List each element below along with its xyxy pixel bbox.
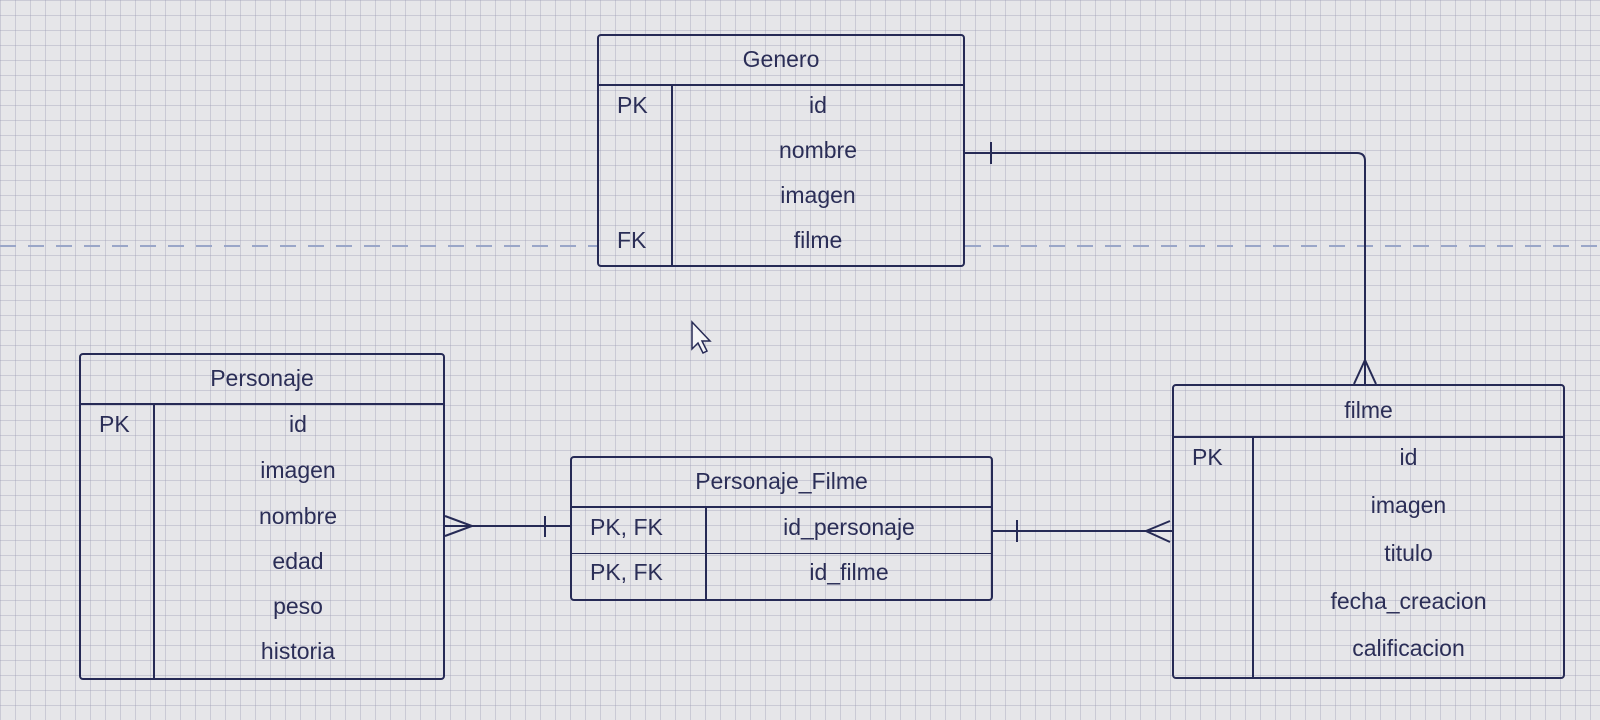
attribute-row: FK filme bbox=[599, 221, 963, 265]
entity-personaje[interactable]: Personaje PK id imagen nombre edad peso … bbox=[79, 353, 445, 680]
attribute-name: fecha_creacion bbox=[1330, 588, 1487, 614]
attribute-row: PK id bbox=[81, 405, 443, 451]
entity-filme[interactable]: filme PK id imagen titulo fecha_creacion… bbox=[1172, 384, 1565, 679]
attribute-name: id bbox=[1399, 444, 1418, 470]
entity-title: filme bbox=[1174, 386, 1563, 438]
many-marker bbox=[1353, 357, 1377, 385]
entity-title: Personaje_Filme bbox=[572, 458, 991, 508]
attribute-row: titulo bbox=[1174, 534, 1563, 582]
relation-genero-filme[interactable] bbox=[965, 142, 1377, 385]
attribute-name: id_filme bbox=[809, 559, 889, 585]
attribute-name: id bbox=[809, 92, 827, 118]
attribute-name: calificacion bbox=[1352, 635, 1465, 661]
relation-personaje-personajefilme[interactable] bbox=[444, 515, 570, 537]
many-marker bbox=[444, 515, 475, 537]
attribute-row: PK, FK id_filme bbox=[572, 553, 991, 599]
attribute-row: imagen bbox=[599, 176, 963, 221]
entity-personaje-filme[interactable]: Personaje_Filme PK, FK id_personaje PK, … bbox=[570, 456, 993, 601]
attribute-name: nombre bbox=[779, 137, 857, 163]
entity-genero[interactable]: Genero PK id nombre imagen FK filme bbox=[597, 34, 965, 267]
key-label: PK bbox=[99, 411, 130, 437]
attribute-row: imagen bbox=[81, 451, 443, 497]
attribute-row: edad bbox=[81, 542, 443, 587]
entity-title: Personaje bbox=[81, 355, 443, 405]
attribute-name: peso bbox=[273, 593, 323, 619]
attribute-row: nombre bbox=[599, 131, 963, 176]
attribute-row: PK id bbox=[1174, 438, 1563, 486]
attribute-name: id bbox=[289, 411, 307, 437]
attribute-name: filme bbox=[793, 227, 843, 253]
attribute-row: PK id bbox=[599, 86, 963, 131]
relation-personajefilme-filme[interactable] bbox=[993, 520, 1172, 543]
attribute-row: imagen bbox=[1174, 486, 1563, 534]
attribute-row: peso bbox=[81, 587, 443, 632]
key-label: PK, FK bbox=[590, 514, 663, 540]
key-label: PK, FK bbox=[590, 559, 663, 585]
key-label: FK bbox=[617, 227, 647, 253]
mouse-cursor-icon bbox=[691, 320, 712, 355]
attribute-row: fecha_creacion bbox=[1174, 582, 1563, 629]
entity-title: Genero bbox=[599, 36, 963, 86]
attribute-row: historia bbox=[81, 632, 443, 676]
attribute-name: imagen bbox=[1370, 492, 1447, 518]
attribute-row: PK, FK id_personaje bbox=[572, 508, 991, 553]
attribute-name: edad bbox=[272, 548, 324, 574]
attribute-name: id_personaje bbox=[783, 514, 915, 540]
attribute-name: historia bbox=[260, 638, 336, 664]
many-marker bbox=[1143, 520, 1171, 543]
attribute-row: nombre bbox=[81, 497, 443, 542]
key-label: PK bbox=[1192, 444, 1223, 470]
attribute-name: nombre bbox=[259, 503, 337, 529]
attribute-name: imagen bbox=[780, 182, 856, 208]
key-label: PK bbox=[617, 92, 648, 118]
attribute-name: titulo bbox=[1384, 540, 1433, 566]
attribute-name: imagen bbox=[260, 457, 336, 483]
attribute-row: calificacion bbox=[1174, 629, 1563, 675]
